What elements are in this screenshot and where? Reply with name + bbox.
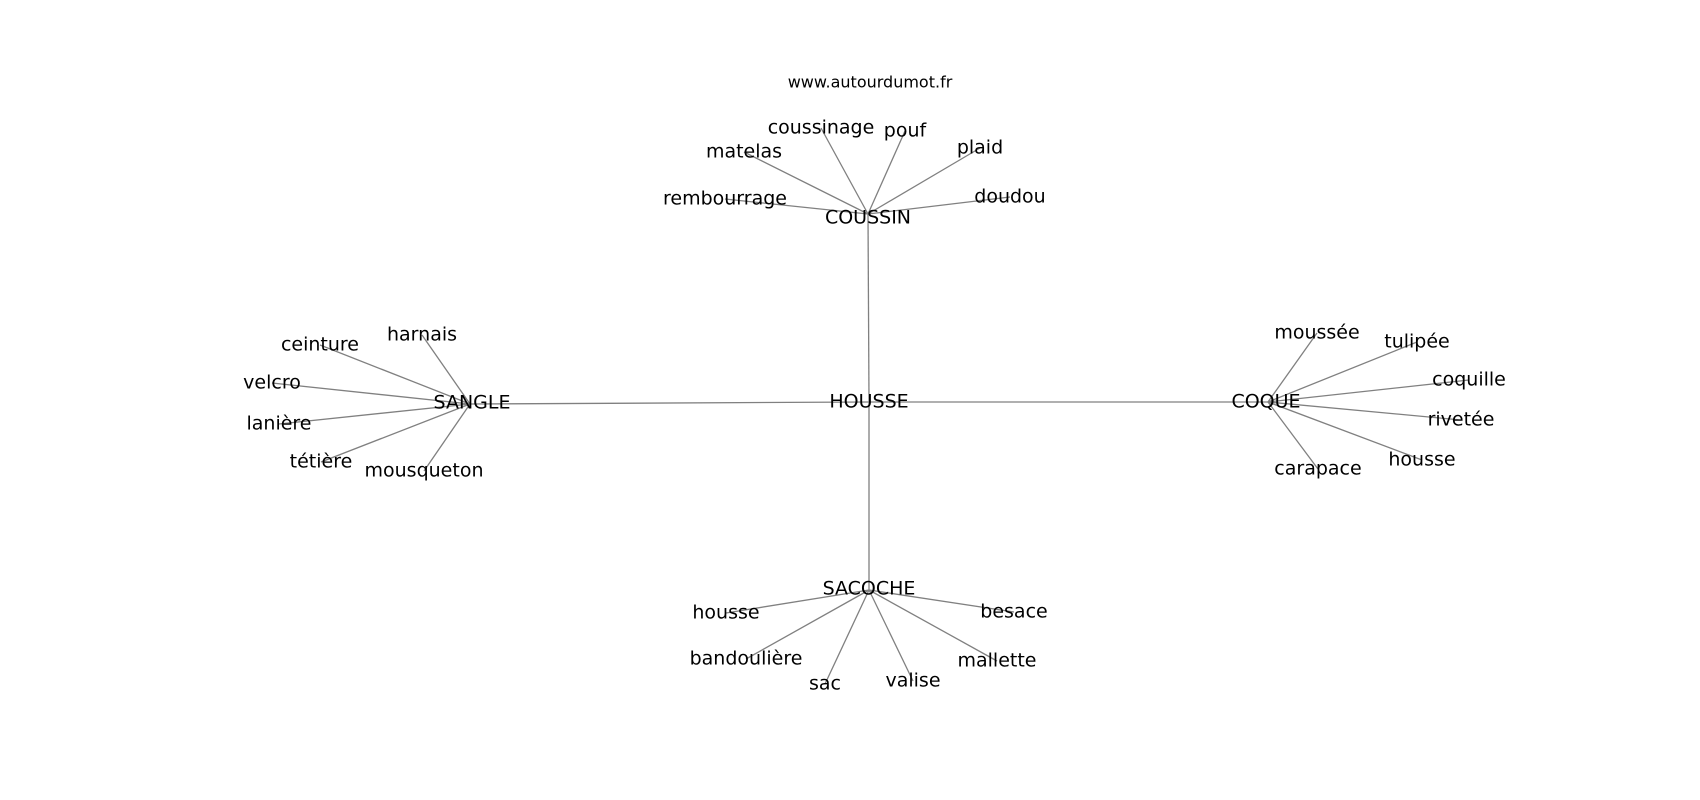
leaf-word-top-1: matelas: [706, 141, 782, 163]
edge-right-leaf-5: [1267, 401, 1319, 470]
leaf-word-top-2: coussinage: [768, 117, 875, 139]
edge-left-leaf-0: [421, 334, 471, 405]
leaf-word-right-1: tulipée: [1384, 331, 1450, 353]
leaf-word-bottom-2: sac: [809, 673, 841, 695]
leaf-word-left-5: mousqueton: [365, 460, 484, 482]
leaf-word-right-0: moussée: [1274, 322, 1359, 344]
leaf-word-top-0: rembourrage: [663, 188, 787, 210]
edge-left-leaf-2: [271, 382, 471, 405]
graph-labels: www.autourdumot.fr HOUSSE COUSSIN rembour…: [243, 73, 1506, 695]
hub-word-right: COQUE: [1231, 391, 1300, 413]
edge-top-leaf-1: [743, 151, 869, 215]
leaf-word-bottom-0: housse: [692, 602, 759, 624]
edge-center-top: [867, 213, 870, 403]
edge-left-leaf-4: [320, 403, 471, 463]
edge-bottom-leaf-5: [868, 589, 1015, 613]
leaf-word-right-2: coquille: [1432, 369, 1506, 391]
leaf-word-right-4: housse: [1388, 449, 1455, 471]
edge-top-leaf-4: [867, 147, 981, 215]
edge-top-leaf-5: [867, 196, 1011, 215]
edge-bottom-leaf-1: [745, 589, 870, 660]
leaf-word-top-4: plaid: [957, 137, 1003, 159]
leaf-word-bottom-3: valise: [885, 670, 940, 692]
hub-word-top: COUSSIN: [825, 207, 911, 229]
leaf-word-right-5: carapace: [1274, 458, 1361, 480]
leaf-word-left-1: ceinture: [281, 334, 359, 356]
edge-right-leaf-3: [1267, 401, 1462, 421]
leaf-word-left-2: velcro: [243, 372, 301, 394]
edge-bottom-leaf-0: [725, 589, 870, 614]
leaf-word-left-0: harnais: [387, 324, 457, 346]
edge-right-leaf-2: [1267, 379, 1470, 403]
edge-bottom-leaf-4: [868, 589, 998, 662]
hub-word-bottom: SACOCHE: [823, 578, 916, 600]
leaf-word-top-3: pouf: [884, 120, 928, 142]
leaf-word-bottom-4: mallette: [958, 650, 1037, 672]
edge-top-leaf-3: [867, 130, 906, 215]
hub-word-left: SANGLE: [434, 392, 511, 414]
leaf-word-left-3: lanière: [246, 413, 311, 435]
leaf-word-top-5: doudou: [974, 186, 1045, 208]
center-word: HOUSSE: [829, 391, 908, 413]
leaf-word-bottom-5: besace: [980, 601, 1047, 623]
edge-top-leaf-0: [724, 198, 869, 215]
edge-center-left: [469, 401, 870, 405]
edge-right-leaf-4: [1267, 401, 1423, 461]
graph-edges: [271, 127, 1470, 685]
leaf-word-left-4: tétière: [290, 451, 353, 473]
edge-left-leaf-3: [278, 403, 471, 425]
edge-bottom-leaf-2: [824, 589, 870, 685]
edge-left-leaf-1: [319, 344, 471, 405]
leaf-word-bottom-1: bandoulière: [690, 648, 803, 670]
leaf-word-right-3: rivetée: [1428, 409, 1495, 431]
edge-right-leaf-1: [1267, 341, 1418, 403]
edge-top-leaf-2: [820, 127, 869, 215]
edge-left-leaf-5: [423, 403, 471, 472]
edge-bottom-leaf-3: [868, 589, 914, 682]
site-url: www.autourdumot.fr: [788, 73, 953, 92]
edge-right-leaf-0: [1267, 332, 1318, 403]
